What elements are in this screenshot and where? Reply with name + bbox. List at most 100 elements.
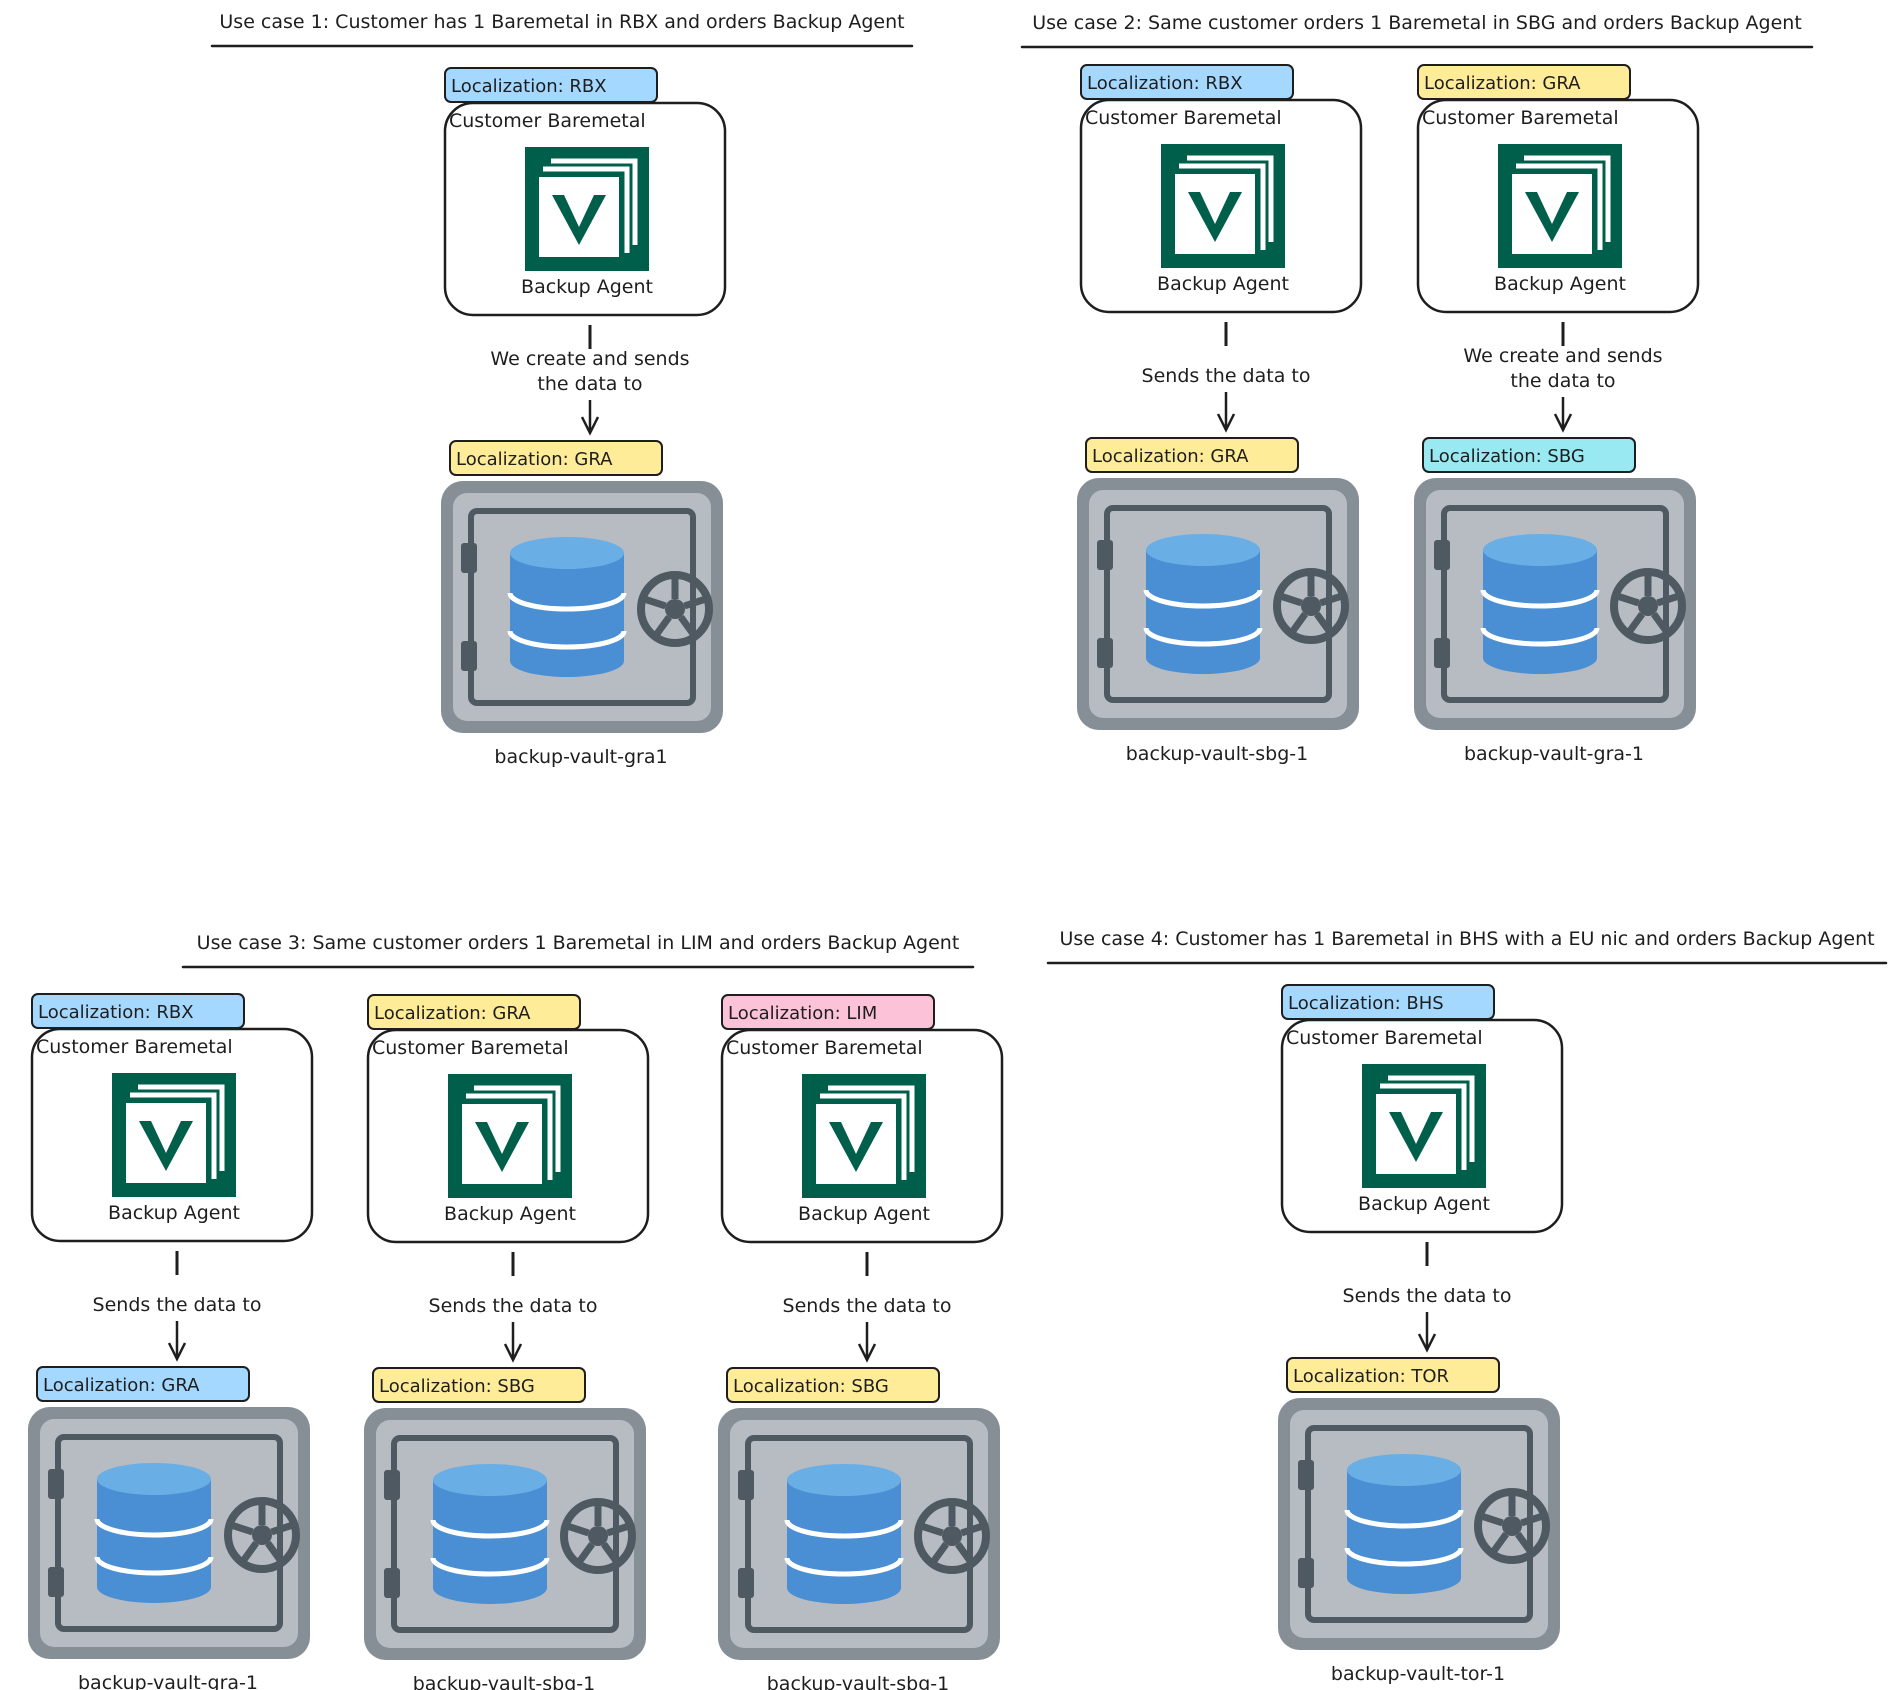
wheel-spoke xyxy=(1616,592,1640,607)
vault-localization-tag: Localization: SBG xyxy=(372,1367,586,1403)
wheel-rim xyxy=(560,1498,636,1574)
database-band-1 xyxy=(94,1518,214,1538)
server-localization-tag: Localization: RBX xyxy=(31,993,245,1029)
wheel-spoke xyxy=(1480,1512,1504,1527)
agent-icon-mid-frame xyxy=(1380,1083,1467,1170)
database-top xyxy=(787,1464,901,1496)
vault-name-label: backup-vault-sbg-1 xyxy=(1126,743,1309,765)
flow-column: Localization: GRA Customer BaremetalBacku… xyxy=(1414,64,1700,765)
veeam-backup-agent-icon xyxy=(112,1073,236,1197)
arrow-text: Sends the data to xyxy=(93,1294,262,1316)
arrow-text: Sends the data to xyxy=(1142,365,1311,387)
arrow-head xyxy=(1553,413,1573,433)
vault-name-label: backup-vault-gra-1 xyxy=(1464,743,1644,765)
database-band-1 xyxy=(1143,589,1263,609)
server-localization-tag: Localization: LIM xyxy=(721,994,935,1030)
wheel-hub xyxy=(1638,596,1658,616)
wheel-spoke xyxy=(265,1541,284,1563)
backup-vault-safe-icon xyxy=(364,1408,646,1660)
wheel-spoke xyxy=(566,1522,590,1537)
wheel-hub xyxy=(1502,1516,1522,1536)
arrow-head xyxy=(167,1342,187,1362)
vault-hinge-bottom xyxy=(1434,638,1450,668)
server-localization-tag: Localization: GRA xyxy=(1417,64,1631,100)
arrow-down-icon xyxy=(1417,1242,1437,1353)
arrow-text: the data to xyxy=(537,373,642,395)
arrow-text: Sends the data to xyxy=(1343,1285,1512,1307)
backup-agent-label: Backup Agent xyxy=(1494,273,1626,295)
agent-icon-back-frame xyxy=(1388,1075,1475,1162)
vault-hinge-top xyxy=(384,1470,400,1500)
wheel-spoke xyxy=(1279,592,1303,607)
vault-name-label: backup-vault-sbg-1 xyxy=(413,1673,596,1690)
wheel-spoke xyxy=(240,1541,259,1563)
wheel-spoke xyxy=(606,1522,630,1537)
agent-icon-letter-v xyxy=(1188,192,1242,242)
vault-hinge-bottom xyxy=(461,641,477,671)
vault-localization-tag: Localization: SBG xyxy=(726,1367,940,1403)
vault-hinge-top xyxy=(738,1470,754,1500)
server-localization-tag: Localization: GRA xyxy=(367,994,581,1030)
database-band-2 xyxy=(430,1557,550,1577)
backup-vault-safe-icon xyxy=(718,1408,1000,1660)
veeam-backup-agent-icon xyxy=(525,147,649,271)
vault-localization-tag: Localization: GRA xyxy=(36,1366,250,1402)
vault-localization-tag-box xyxy=(1286,1357,1500,1393)
vault-door xyxy=(1104,505,1332,703)
baremetal-label: Customer Baremetal xyxy=(1422,107,1619,129)
backup-vault-safe-icon xyxy=(441,481,723,733)
vault-door xyxy=(468,508,696,706)
wheel-hub xyxy=(665,599,685,619)
agent-icon-mid-frame xyxy=(1516,163,1603,250)
vault-localization-tag-box xyxy=(726,1367,940,1403)
wheel-spoke xyxy=(1651,612,1670,634)
wheel-hub xyxy=(588,1526,608,1546)
server-localization-tag: Localization: BHS xyxy=(1281,984,1495,1020)
wheel-rim xyxy=(637,571,713,647)
use-case-2: Use case 2: Same customer orders 1 Barem… xyxy=(1020,12,1814,765)
veeam-backup-agent-icon xyxy=(1498,144,1622,268)
server-localization-tag-label: Localization: BHS xyxy=(1288,993,1444,1014)
arrow-down-icon xyxy=(580,325,600,436)
backup-agent-label: Backup Agent xyxy=(108,1202,240,1224)
vault-hinge-top xyxy=(1434,540,1450,570)
baremetal-label: Customer Baremetal xyxy=(1085,107,1282,129)
database-cylinder-icon xyxy=(507,537,627,677)
vault-wheel-icon xyxy=(560,1498,636,1574)
wheel-rim xyxy=(1273,568,1349,644)
database-body xyxy=(433,1480,547,1604)
database-band-2 xyxy=(1143,627,1263,647)
vault-hinge-bottom xyxy=(48,1567,64,1597)
agent-icon-letter-v xyxy=(552,195,606,245)
veeam-backup-agent-icon xyxy=(448,1074,572,1198)
agent-icon-back-frame xyxy=(828,1085,915,1172)
database-cylinder-icon xyxy=(784,1464,904,1604)
database-top xyxy=(97,1463,211,1495)
arrow-head xyxy=(1417,1333,1437,1353)
use-case-title: Use case 3: Same customer orders 1 Barem… xyxy=(197,932,960,954)
vault-localization-tag-label: Localization: GRA xyxy=(43,1375,200,1396)
veeam-backup-agent-icon xyxy=(1161,144,1285,268)
wheel-hub xyxy=(1301,596,1321,616)
wheel-hub xyxy=(252,1525,272,1545)
baremetal-label: Customer Baremetal xyxy=(36,1036,233,1058)
backup-agent-label: Backup Agent xyxy=(521,276,653,298)
vault-localization-tag-label: Localization: TOR xyxy=(1293,1366,1449,1387)
wheel-spoke xyxy=(270,1521,294,1536)
database-body xyxy=(97,1479,211,1603)
vault-door xyxy=(1305,1425,1533,1623)
wheel-spoke xyxy=(601,1542,620,1564)
baremetal-label: Customer Baremetal xyxy=(449,110,646,132)
arrow-head xyxy=(503,1343,523,1363)
vault-name-label: backup-vault-gra-1 xyxy=(78,1672,258,1690)
vault-wheel-icon xyxy=(1610,568,1686,644)
wheel-spoke xyxy=(960,1522,984,1537)
agent-icon-back-frame xyxy=(474,1085,561,1172)
backup-vault-safe-icon xyxy=(28,1407,310,1659)
agent-icon-letter-v xyxy=(1525,192,1579,242)
vault-localization-tag-box xyxy=(1085,437,1299,473)
